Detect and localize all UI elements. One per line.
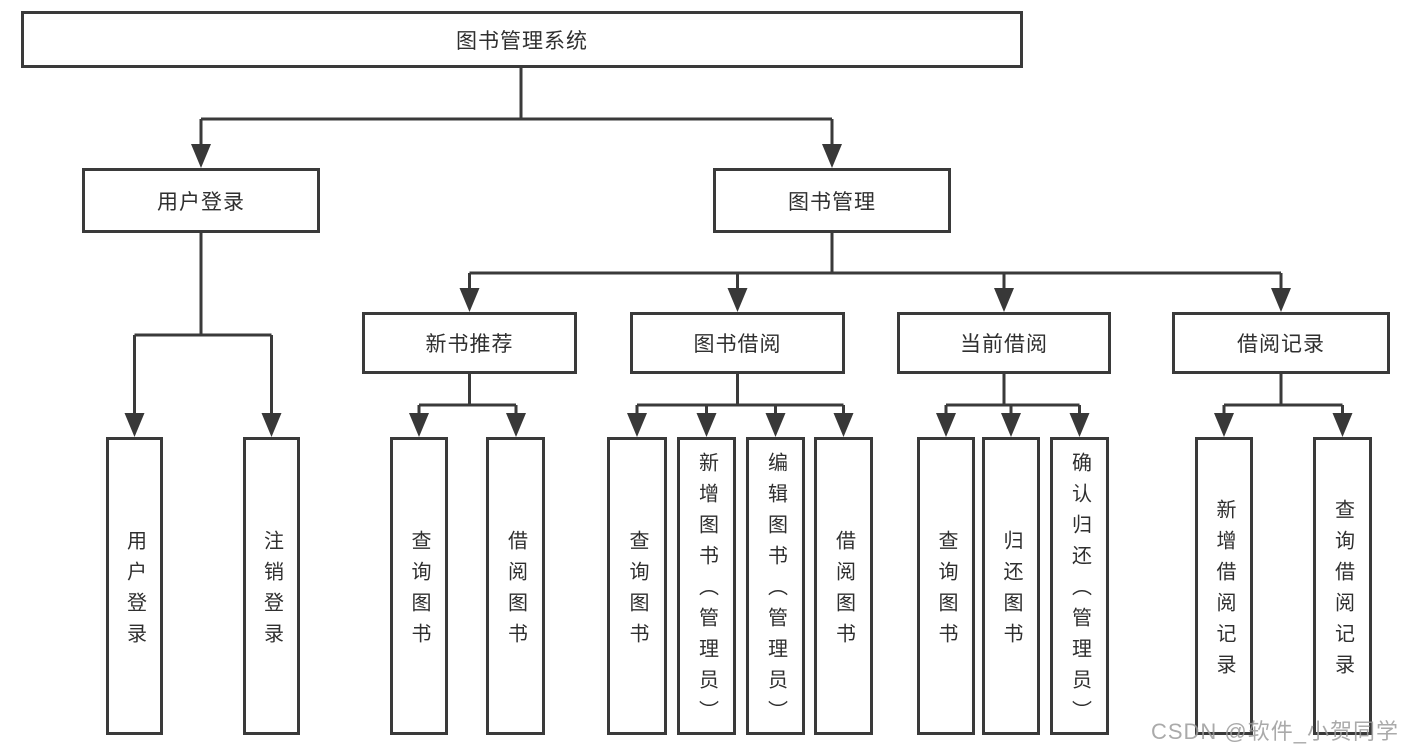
- node-current-borrow: 当前借阅: [897, 312, 1111, 374]
- connector-book-management-children: [459, 233, 1291, 312]
- node-label: 新书推荐: [425, 333, 514, 356]
- node-bb-add-books-admin: 新增图书（管理员）: [677, 437, 736, 735]
- node-label: 查询图书: [408, 529, 430, 654]
- node-library-system: 图书管理系统: [21, 11, 1023, 68]
- node-logout: 注销登录: [243, 437, 300, 735]
- node-label: 新增借阅记录: [1213, 498, 1235, 685]
- node-br-add-record: 新增借阅记录: [1195, 437, 1253, 735]
- node-label: 图书管理系统: [456, 29, 588, 53]
- node-label: 查询图书: [935, 529, 957, 654]
- connector-borrow-records-children: [1214, 374, 1353, 437]
- node-label: 图书借阅: [693, 333, 782, 356]
- node-user-login: 用户登录: [82, 168, 320, 233]
- node-label: 借阅图书: [832, 529, 855, 654]
- node-nbr-query-books: 查询图书: [390, 437, 448, 735]
- node-bb-borrow-books: 借阅图书: [814, 437, 873, 735]
- node-label: 查询借阅记录: [1331, 498, 1354, 685]
- node-cb-query-books: 查询图书: [917, 437, 975, 735]
- connector-new-book-children: [409, 374, 526, 437]
- node-cb-return-books: 归还图书: [982, 437, 1040, 735]
- node-user-login-leaf: 用户登录: [106, 437, 163, 735]
- csdn-watermark: CSDN @软件_小贺同学: [1150, 719, 1399, 744]
- node-label: 归还图书: [1000, 529, 1022, 654]
- node-label: 用户登录: [157, 190, 245, 214]
- node-new-book-recommend: 新书推荐: [362, 312, 577, 374]
- node-label: 新增图书（管理员）: [695, 452, 718, 731]
- connector-root-to-level2: [191, 68, 842, 168]
- node-label: 查询图书: [626, 529, 648, 654]
- node-label: 当前借阅: [960, 333, 1048, 356]
- node-label: 注销登录: [260, 529, 283, 654]
- node-label: 确认归还（管理员）: [1068, 452, 1091, 731]
- connector-current-borrow-children: [936, 374, 1090, 437]
- node-label: 用户登录: [123, 529, 146, 654]
- node-label: 借阅记录: [1237, 333, 1325, 356]
- node-borrow-records: 借阅记录: [1172, 312, 1390, 374]
- node-book-management: 图书管理: [713, 168, 951, 233]
- node-label: 借阅图书: [504, 529, 527, 654]
- node-nbr-borrow-books: 借阅图书: [486, 437, 545, 735]
- node-bb-query-books: 查询图书: [607, 437, 667, 735]
- connector-book-borrow-children: [627, 374, 854, 437]
- node-label: 图书管理: [788, 190, 876, 214]
- node-label: 编辑图书（管理员）: [764, 452, 787, 731]
- node-cb-confirm-return-admin: 确认归还（管理员）: [1050, 437, 1109, 735]
- connector-user-login-children: [124, 233, 282, 437]
- node-bb-edit-books-admin: 编辑图书（管理员）: [746, 437, 805, 735]
- node-br-query-record: 查询借阅记录: [1313, 437, 1372, 735]
- node-book-borrow: 图书借阅: [630, 312, 845, 374]
